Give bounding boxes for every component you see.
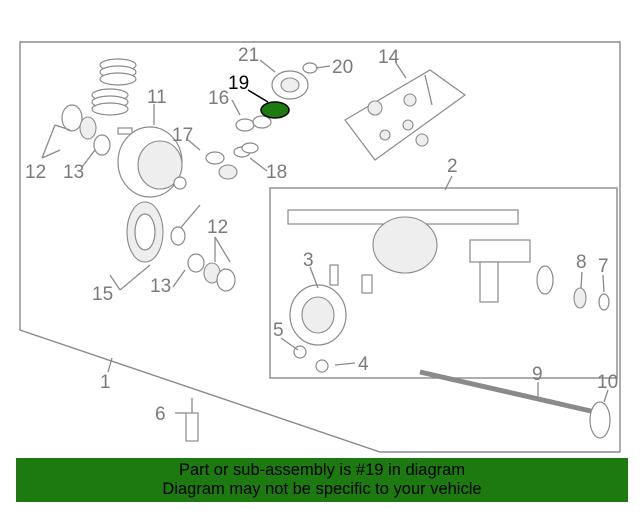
ring-pinion-gear-illustration	[126, 201, 201, 263]
callout-15: 15	[92, 284, 113, 305]
callout-20: 20	[332, 57, 353, 78]
callout-2: 2	[447, 156, 458, 177]
differential-case-illustration	[117, 126, 187, 198]
sealant-tube-illustration	[185, 398, 199, 442]
axle-shaft-illustration	[419, 369, 611, 439]
leader-lines	[41, 59, 609, 414]
callout-12-bottom: 12	[207, 217, 228, 238]
pinion-yoke-illustration	[271, 62, 318, 100]
shim-stack-illustration	[91, 58, 137, 116]
differential-case-kit-illustration	[344, 69, 467, 161]
part-7-seal	[598, 293, 610, 311]
differential-cover-illustration	[289, 264, 373, 373]
callout-11: 11	[147, 87, 167, 108]
callout-19: 19	[228, 73, 249, 94]
callout-18: 18	[266, 162, 287, 183]
callout-17: 17	[172, 125, 193, 146]
parts-diagram: 1 2 3 4 5 6 7 8 9 10 11 12 12 13 13 14 1…	[19, 41, 621, 453]
callout-8: 8	[576, 252, 587, 273]
gear-pair-illustration	[205, 115, 272, 180]
banner-line-2: Diagram may not be specific to your vehi…	[162, 480, 482, 498]
bearing-set-illustration	[61, 104, 133, 156]
axle-housing-illustration	[287, 209, 554, 303]
callout-3: 3	[303, 250, 314, 271]
callout-1: 1	[100, 372, 111, 393]
callout-7: 7	[598, 256, 609, 277]
callout-4: 4	[358, 354, 369, 375]
part-8-bearing	[573, 287, 587, 309]
callout-9: 9	[532, 364, 543, 385]
callout-14: 14	[378, 47, 400, 68]
assembly-outline	[19, 41, 621, 453]
pinion-bearing-illustration	[187, 253, 236, 292]
callout-6: 6	[155, 404, 166, 425]
notice-banner: Part or sub-assembly is #19 in diagram D…	[16, 458, 628, 502]
banner-line-1: Part or sub-assembly is #19 in diagram	[178, 461, 466, 479]
callout-21: 21	[238, 45, 259, 66]
callout-5: 5	[273, 320, 284, 341]
part-19-pinion-seal	[260, 101, 290, 119]
callout-13-top: 13	[63, 162, 84, 183]
callout-10: 10	[597, 372, 618, 393]
callout-12-top: 12	[25, 162, 46, 183]
callout-13-bottom: 13	[150, 276, 171, 297]
callout-16: 16	[208, 88, 229, 109]
